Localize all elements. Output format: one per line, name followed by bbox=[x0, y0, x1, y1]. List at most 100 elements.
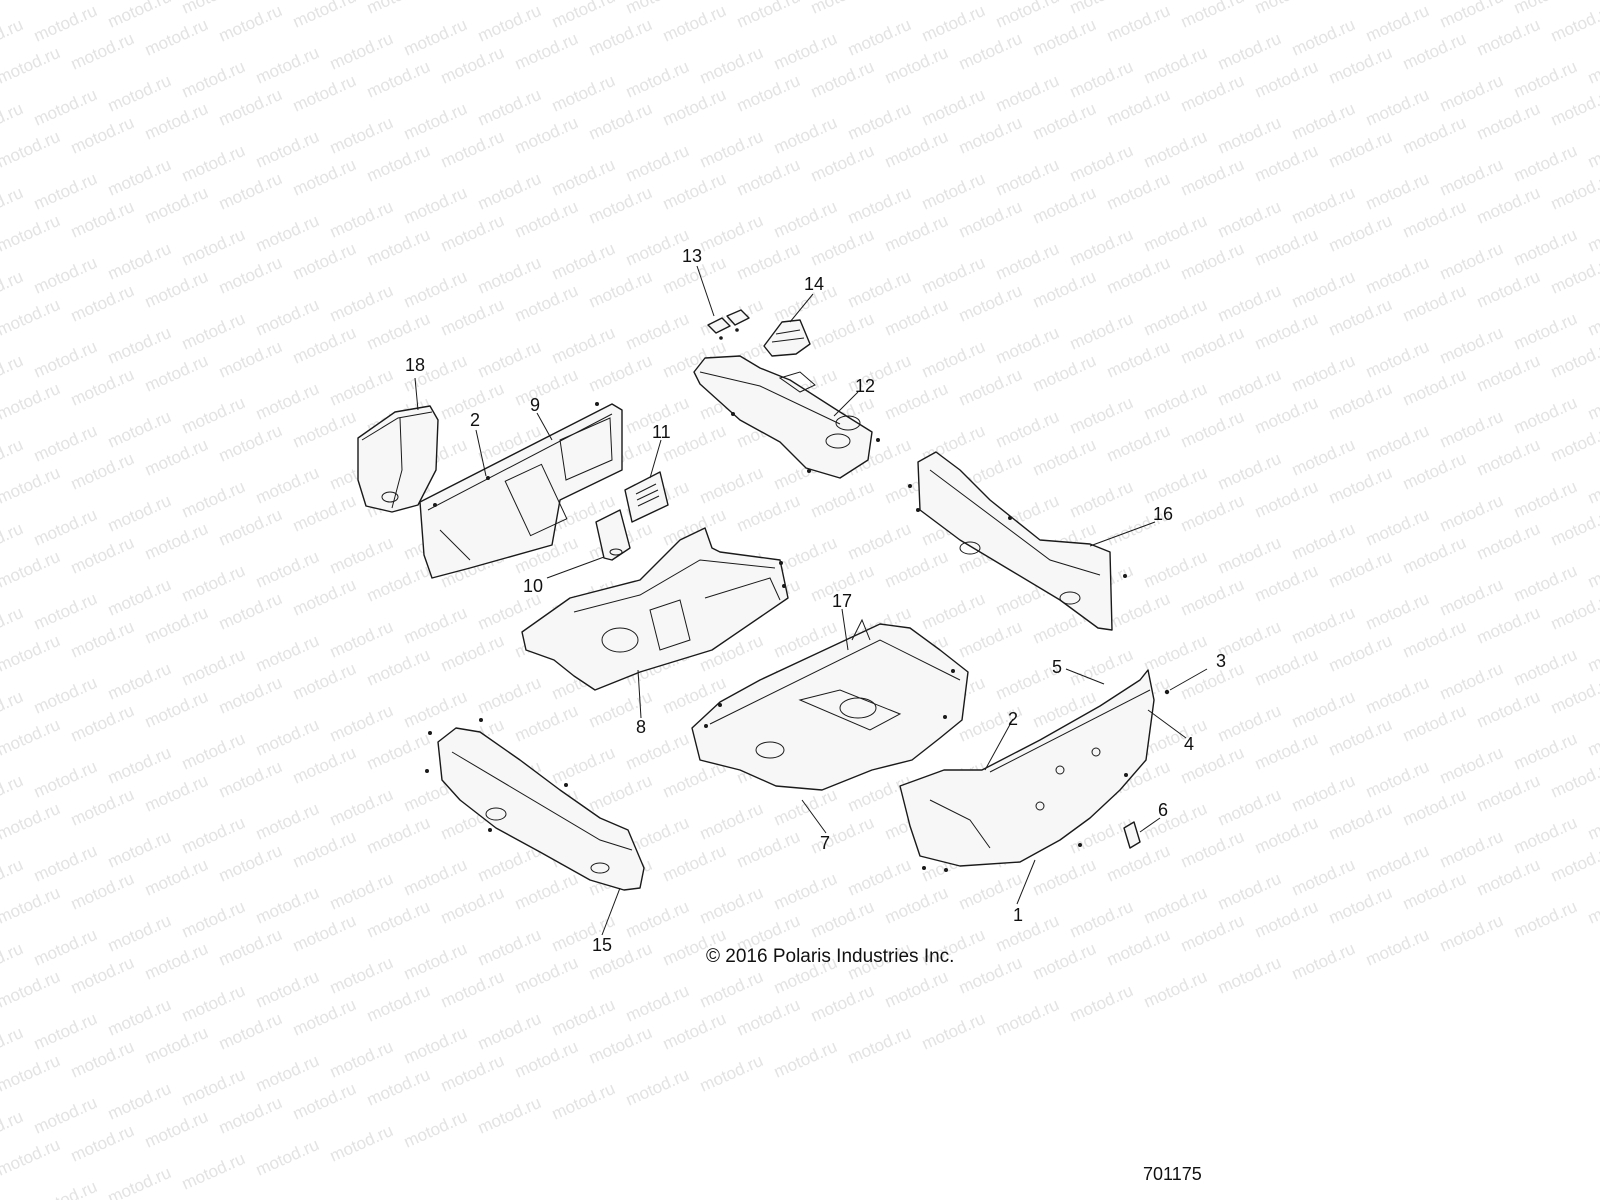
watermark-text: motod.ru bbox=[1178, 491, 1247, 536]
watermark-text: motod.ru bbox=[68, 449, 137, 494]
watermark-text: motod.ru bbox=[1511, 0, 1580, 18]
watermark-text: motod.ru bbox=[549, 0, 618, 32]
watermark-text: motod.ru bbox=[919, 337, 988, 382]
watermark-text: motod.ru bbox=[1067, 0, 1136, 18]
watermark-text: motod.ru bbox=[993, 71, 1062, 116]
watermark-text: motod.ru bbox=[475, 1093, 544, 1138]
watermark-text: motod.ru bbox=[808, 0, 877, 18]
callout-5: 5 bbox=[1052, 657, 1062, 677]
watermark-text: motod.ru bbox=[1067, 57, 1136, 102]
watermark-text: motod.ru bbox=[1030, 939, 1099, 984]
watermark-text: motod.ru bbox=[327, 1037, 396, 1082]
watermark-text: motod.ru bbox=[586, 351, 655, 396]
watermark-text: motod.ru bbox=[1474, 855, 1543, 900]
watermark-text: motod.ru bbox=[1363, 169, 1432, 214]
watermark-text: motod.ru bbox=[290, 1079, 359, 1124]
callout-17: 17 bbox=[832, 591, 852, 611]
watermark-text: motod.ru bbox=[31, 673, 100, 718]
watermark-text: motod.ru bbox=[438, 967, 507, 1012]
watermark-text: motod.ru bbox=[475, 1009, 544, 1054]
watermark-text: motod.ru bbox=[0, 1051, 63, 1096]
watermark-text: motod.ru bbox=[808, 813, 877, 858]
watermark-text: motod.ru bbox=[0, 43, 63, 88]
watermark-text: motod.ru bbox=[327, 365, 396, 410]
watermark-text: motod.ru bbox=[438, 1051, 507, 1096]
watermark-text: motod.ru bbox=[882, 883, 951, 928]
watermark-text: motod.ru bbox=[1548, 673, 1600, 718]
watermark-text: motod.ru bbox=[512, 197, 581, 242]
watermark-text: motod.ru bbox=[253, 1051, 322, 1096]
watermark-text: motod.ru bbox=[1511, 225, 1580, 270]
watermark-text: motod.ru bbox=[253, 547, 322, 592]
watermark-text: motod.ru bbox=[1178, 239, 1247, 284]
watermark-text: motod.ru bbox=[1437, 0, 1506, 32]
watermark-text: motod.ru bbox=[1326, 295, 1395, 340]
watermark-text: motod.ru bbox=[1326, 547, 1395, 592]
watermark-text: motod.ru bbox=[660, 841, 729, 886]
watermark-text: motod.ru bbox=[1437, 743, 1506, 788]
watermark-text: motod.ru bbox=[993, 239, 1062, 284]
watermark-text: motod.ru bbox=[1437, 155, 1506, 200]
watermark-text: motod.ru bbox=[882, 547, 951, 592]
watermark-text: motod.ru bbox=[771, 113, 840, 158]
watermark-text: motod.ru bbox=[1289, 435, 1358, 480]
watermark-text: motod.ru bbox=[919, 589, 988, 634]
callout-8: 8 bbox=[636, 717, 646, 737]
watermark-text: motod.ru bbox=[401, 1023, 470, 1068]
watermark-text: motod.ru bbox=[327, 701, 396, 746]
watermark-text: motod.ru bbox=[1141, 0, 1210, 4]
watermark-text: motod.ru bbox=[1363, 1, 1432, 46]
watermark-text: motod.ru bbox=[1511, 57, 1580, 102]
callout-1: 1 bbox=[1013, 905, 1023, 925]
watermark-text: motod.ru bbox=[179, 561, 248, 606]
callout-12: 12 bbox=[855, 376, 875, 396]
watermark-text: motod.ru bbox=[142, 1107, 211, 1152]
watermark-text: motod.ru bbox=[68, 953, 137, 998]
watermark-text: motod.ru bbox=[1511, 645, 1580, 690]
watermark-text: motod.ru bbox=[290, 155, 359, 200]
watermark-text: motod.ru bbox=[512, 29, 581, 74]
watermark-text: motod.ru bbox=[1289, 939, 1358, 984]
watermark-text: motod.ru bbox=[475, 1, 544, 46]
watermark-text: motod.ru bbox=[771, 785, 840, 830]
watermark-text: motod.ru bbox=[1252, 141, 1321, 186]
callout-4: 4 bbox=[1184, 734, 1194, 754]
part-6-bracket bbox=[1123, 821, 1141, 849]
watermark-text: motod.ru bbox=[1400, 281, 1469, 326]
watermark-text: motod.ru bbox=[364, 645, 433, 690]
watermark-text: motod.ru bbox=[1511, 141, 1580, 186]
watermark-text: motod.ru bbox=[919, 253, 988, 298]
watermark-text: motod.ru bbox=[401, 183, 470, 228]
watermark-text: motod.ru bbox=[1400, 701, 1469, 746]
watermark-text: motod.ru bbox=[1289, 351, 1358, 396]
watermark-text: motod.ru bbox=[142, 1023, 211, 1068]
watermark-text: motod.ru bbox=[1141, 631, 1210, 676]
watermark-text: motod.ru bbox=[1067, 477, 1136, 522]
watermark-text: motod.ru bbox=[697, 1051, 766, 1096]
watermark-text: motod.ru bbox=[31, 1177, 100, 1200]
watermark-text: motod.ru bbox=[253, 967, 322, 1012]
watermark-text: motod.ru bbox=[0, 211, 63, 256]
watermark-text: motod.ru bbox=[290, 827, 359, 872]
watermark-text: motod.ru bbox=[1104, 1, 1173, 46]
callout-16: 16 bbox=[1153, 504, 1173, 524]
watermark-text: motod.ru bbox=[623, 729, 692, 774]
watermark-text: motod.ru bbox=[105, 827, 174, 872]
watermark-text: motod.ru bbox=[216, 1009, 285, 1054]
watermark-text: motod.ru bbox=[1511, 813, 1580, 858]
watermark-text: motod.ru bbox=[253, 631, 322, 676]
watermark-text: motod.ru bbox=[364, 225, 433, 270]
watermark-text: motod.ru bbox=[1289, 603, 1358, 648]
watermark-text: motod.ru bbox=[549, 1079, 618, 1124]
watermark-text: motod.ru bbox=[142, 603, 211, 648]
watermark-text: motod.ru bbox=[142, 267, 211, 312]
watermark-text: motod.ru bbox=[1437, 71, 1506, 116]
watermark-text: motod.ru bbox=[364, 561, 433, 606]
watermark-text: motod.ru bbox=[1215, 785, 1284, 830]
watermark-text: motod.ru bbox=[1363, 589, 1432, 634]
watermark-text: motod.ru bbox=[808, 141, 877, 186]
part-15-left-panel bbox=[425, 718, 645, 891]
watermark-text: motod.ru bbox=[0, 183, 26, 228]
watermark-text: motod.ru bbox=[1363, 337, 1432, 382]
watermark-text: motod.ru bbox=[1104, 169, 1173, 214]
